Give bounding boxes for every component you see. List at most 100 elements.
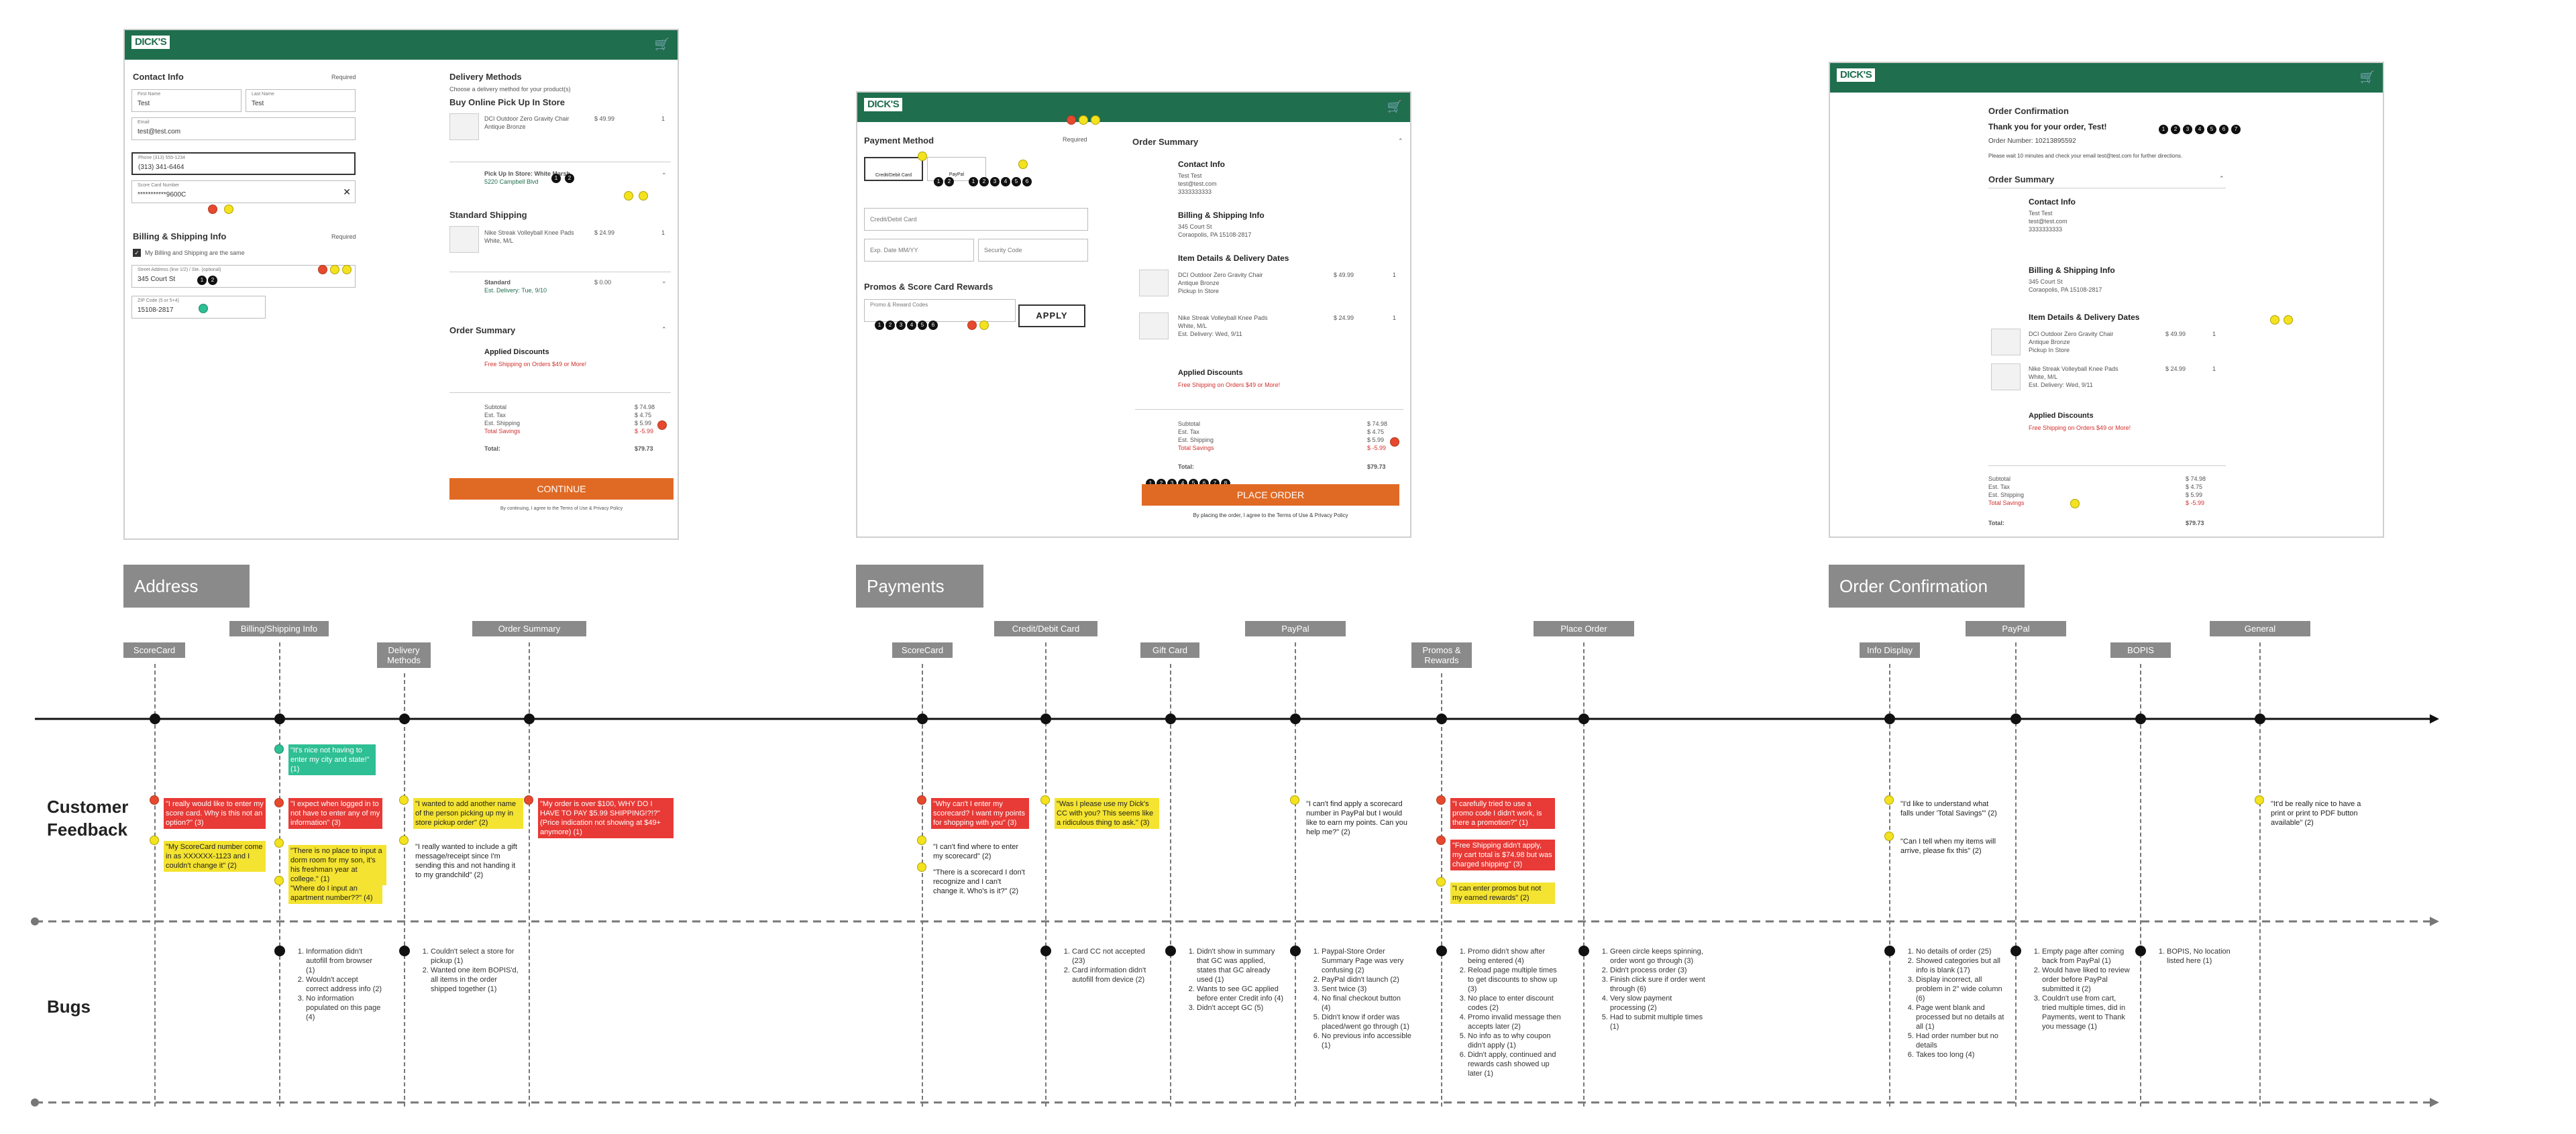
chevron-icon[interactable]: ⌃ [1398,137,1403,144]
continue-button[interactable]: CONTINUE [449,478,674,500]
applied-title: Applied Discounts [484,348,549,356]
chevron-icon[interactable]: ⌃ [2219,175,2224,182]
order-number: Order Number: 10213895592 [1988,137,2076,145]
feedback-marker [399,836,409,845]
address-screen: DICK'S 🛒 Contact Info Required First Nam… [123,29,679,540]
summary-title: Order Summary [449,325,516,335]
cart-icon[interactable]: 🛒 [2359,70,2375,84]
savings-value: $ -5.99 [635,428,654,435]
total-value: $79.73 [635,445,653,452]
thanks-message: Thank you for your order, Test! [1988,122,2107,131]
item1-color: Antique Bronze [1178,280,1220,286]
item1-color: Antique Bronze [484,123,526,130]
item2-color: White, M/L [2029,374,2058,380]
close-icon[interactable]: ✕ [343,186,351,197]
scorecard-field[interactable]: Score Card Number***********9600C✕ [131,180,356,203]
feedback-note: "Can I tell when my items will arrive, p… [1900,838,1996,855]
brand-logo[interactable]: DICK'S [864,98,903,111]
bug-marker: 1 [934,177,943,186]
savings-label: Total Savings [1988,500,2025,506]
pickup-store: Pick Up In Store: White Marsh [484,170,571,177]
card-number-field[interactable]: Credit/Debit Card [864,208,1088,231]
category-place-order: Place Order [1534,621,1634,636]
bug-marker: 3 [896,321,906,330]
security-code-field[interactable]: Security Code [978,239,1088,262]
tab-paypal[interactable]: PayPal [927,157,986,181]
item1-pickup: Pickup In Store [1178,288,1220,294]
brand-logo[interactable]: DICK'S [1837,68,1876,82]
timeline-dot [150,714,160,724]
item2-price: $ 24.99 [594,229,615,236]
item1-color: Antique Bronze [2029,339,2070,345]
header-bar: DICK'S 🛒 [125,30,678,60]
bug-item: Didn't show in summary that GC was appli… [1197,947,1287,984]
item2-qty: 1 [2212,365,2216,372]
bug-item: Card information didn't autofill from de… [1072,966,1148,984]
customer-feedback-label: Customer Feedback [47,797,129,840]
item1-pickup: Pickup In Store [2029,347,2070,353]
payment-title: Payment Method [864,135,934,146]
subtotal-label: Subtotal [1988,475,2011,482]
cart-icon[interactable]: 🛒 [1387,100,1402,113]
apply-button[interactable]: APPLY [1018,304,1085,327]
contact-name: Test Test [1178,172,1202,179]
feedback-marker [639,191,648,201]
category-scorecard: ScoreCard [892,642,953,658]
place-order-button[interactable]: PLACE ORDER [1142,484,1399,506]
bug-item: No info as to why coupon didn't apply (1… [1468,1031,1564,1050]
bug-dot [1040,946,1051,956]
bug-item: Wanted one item BOPIS'd, all items in th… [431,966,521,994]
items-title: Item Details & Delivery Dates [1178,253,1289,263]
item2-eta: Est. Delivery: Wed, 9/11 [2029,382,2093,388]
bug-item: BOPIS, No location listed here (1) [2167,947,2243,966]
bug-marker: 2 [2171,125,2180,134]
bug-item: No final checkout button (4) [1322,994,1411,1013]
item2-name: Nike Streak Volleyball Knee Pads [2029,365,2118,372]
feedback-marker [1436,877,1446,887]
wait-note: Please wait 10 minutes and check your em… [1988,153,2183,159]
timeline-dot [1165,714,1176,724]
savings-label: Total Savings [484,428,521,435]
bopis-title: Buy Online Pick Up In Store [449,97,565,107]
bug-dot [2010,946,2021,956]
chevron-icon[interactable]: ⌃ [661,326,667,333]
required-label: Required [1063,136,1087,143]
cart-icon[interactable]: 🛒 [654,38,669,51]
feedback-marker [1884,832,1894,841]
feedback-marker [2284,315,2293,325]
bug-marker: 6 [2219,125,2229,134]
promo-code-field[interactable]: Promo & Reward Codes [864,299,1016,322]
item2-eta: Est. Delivery: Wed, 9/11 [1178,331,1242,337]
zip-field[interactable]: ZIP Code (5 or 5+4)15108-2817 [131,296,266,319]
total-label: Total: [484,445,500,452]
tab-credit-card[interactable]: Credit/Debit Card [864,157,923,181]
feedback-marker [1040,795,1050,805]
tax-value: $ 4.75 [1367,429,1385,435]
column-line [1583,642,1585,1107]
required-label: Required [331,233,356,240]
bug-marker: 7 [2231,125,2241,134]
feedback-note: "I really would like to enter my score c… [164,798,266,829]
bug-marker: 5 [2207,125,2216,134]
feedback-note: "I expect when logged in to not have to … [288,798,382,829]
checkbox-icon[interactable]: ✓ [133,249,141,257]
exp-date-field[interactable]: Exp. Date MM/YY [864,239,974,262]
bug-dot [2135,946,2146,956]
chevron-icon[interactable]: ⌄ [661,169,667,176]
feedback-note: "My order is over $100, WHY DO I HAVE TO… [538,798,674,838]
chair-image [1139,270,1169,296]
phone-field[interactable]: Phone (313) 555-1234(313) 341-6464 [131,152,356,175]
brand-logo[interactable]: DICK'S [131,36,170,49]
feedback-marker [342,265,352,274]
contact-email: test@test.com [1178,180,1217,187]
chevron-icon[interactable]: ⌄ [661,278,667,284]
contact-phone: 3333333333 [2029,226,2063,233]
timeline-dot [1290,714,1301,724]
bug-item: Couldn't select a store for pickup (1) [431,947,521,966]
category-paypal: PayPal [1245,621,1346,636]
bug-dot [1290,946,1301,956]
tax-value: $ 4.75 [2186,484,2203,490]
